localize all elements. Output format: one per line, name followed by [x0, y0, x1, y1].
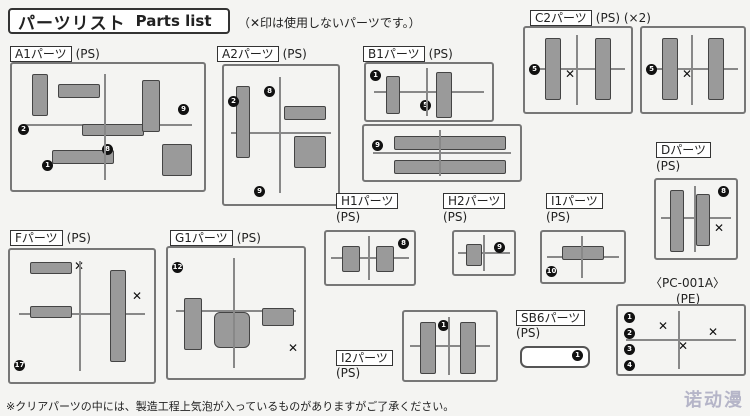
group-material-h1: (PS) [336, 210, 361, 224]
group-material-pc001a: (PE) [676, 292, 701, 306]
group-label-f: Fパーツ(PS) [10, 230, 91, 246]
title-english: Parts list [135, 12, 212, 30]
runner-h1: 8 [324, 230, 416, 286]
group-material-i1: (PS) [546, 210, 571, 224]
group-label-h1: H1パーツ [336, 193, 402, 209]
group-material-d: (PS) [656, 159, 681, 173]
title-japanese: パーツリスト [18, 13, 126, 34]
runner-c2-left: ✕ 5 [523, 26, 633, 114]
group-label-d: Dパーツ [656, 142, 715, 158]
group-material-h2: (PS) [443, 210, 468, 224]
group-material-sb6: (PS) [516, 326, 541, 340]
runner-a1: 2 1 8 9 [10, 62, 206, 192]
group-label-h2: H2パーツ [443, 193, 509, 209]
runner-a2: 2 8 9 [222, 64, 340, 206]
watermark-logo: 诺动漫 [684, 390, 744, 411]
group-label-pc001a: 〈PC-001A〉 [650, 276, 726, 290]
runner-c2-right: ✕ 5 [640, 26, 746, 114]
part-sb6: 1 [520, 346, 590, 368]
runner-i2: 1 [402, 310, 498, 382]
runner-b1-bottom: 9 [362, 124, 522, 182]
group-label-a1: A1パーツ(PS) [10, 46, 100, 62]
group-label-a2: A2パーツ(PS) [217, 46, 307, 62]
group-label-c2: C2パーツ(PS) (×2) [530, 10, 651, 26]
group-label-b1: B1パーツ(PS) [363, 46, 453, 62]
runner-d: ✕ 8 [654, 178, 738, 260]
parts-list-title: パーツリスト Parts list [8, 8, 230, 34]
runner-pc001a: 1 2 3 4 ✕ ✕ ✕ [616, 304, 746, 376]
runner-b1-top: 1 5 [364, 62, 494, 122]
group-label-g1: G1パーツ(PS) [170, 230, 261, 246]
runner-i1: 10 [540, 230, 626, 284]
group-material-i2: (PS) [336, 366, 361, 380]
runner-f: ✕ ✕ 17 [8, 248, 156, 384]
group-label-i1: I1パーツ [546, 193, 607, 209]
unused-parts-note: （✕印は使用しないパーツです。） [238, 16, 421, 30]
group-label-sb6: SB6パーツ [516, 310, 589, 326]
clear-parts-note: ※クリアパーツの中には、製造工程上気泡が入っているものがありますがご了承ください… [6, 400, 455, 413]
runner-g1: 12 ✕ [166, 246, 306, 380]
group-label-i2: I2パーツ [336, 350, 397, 366]
runner-h2: 9 [452, 230, 516, 276]
